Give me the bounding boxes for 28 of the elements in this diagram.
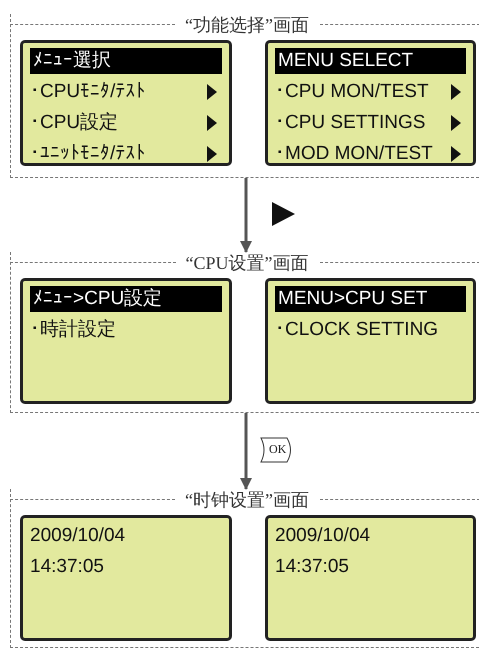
screen-group [10, 14, 479, 178]
menu-item: ･CPU設定 [30, 111, 118, 135]
menu-item: 14:37:05 [30, 555, 104, 579]
menu-item: ･CPUﾓﾆﾀ/ﾃｽﾄ [30, 80, 146, 104]
menu-item: 14:37:05 [275, 555, 349, 579]
menu-item: ･時計設定 [30, 318, 116, 342]
lcd-screen [265, 515, 476, 641]
lcd-screen [20, 278, 232, 404]
highlighted-menu-title: MENU>CPU SET [275, 286, 466, 312]
menu-item: ･CPU SETTINGS [275, 111, 426, 135]
screen-group [10, 489, 479, 648]
menu-item: ･CLOCK SETTING [275, 318, 438, 342]
edge-label: OK [269, 442, 286, 457]
highlighted-menu-title: ﾒﾆｭｰ>CPU設定 [30, 286, 222, 312]
lcd-screen [20, 40, 232, 166]
screen-group [10, 252, 479, 413]
menu-item: 2009/10/04 [275, 524, 370, 548]
menu-item: ･MOD MON/TEST [275, 142, 433, 166]
arrow [240, 178, 252, 253]
menu-item: ･ﾕﾆｯﾄﾓﾆﾀ/ﾃｽﾄ [30, 142, 146, 166]
lcd-screen [265, 278, 476, 404]
menu-item: 2009/10/04 [30, 524, 126, 548]
arrow [240, 413, 252, 490]
lcd-screen [265, 40, 476, 166]
highlighted-menu-title: ﾒﾆｭｰ選択 [30, 48, 222, 74]
lcd-screen [20, 515, 232, 641]
menu-item: ･CPU MON/TEST [275, 80, 429, 104]
highlighted-menu-title: MENU SELECT [275, 48, 466, 74]
